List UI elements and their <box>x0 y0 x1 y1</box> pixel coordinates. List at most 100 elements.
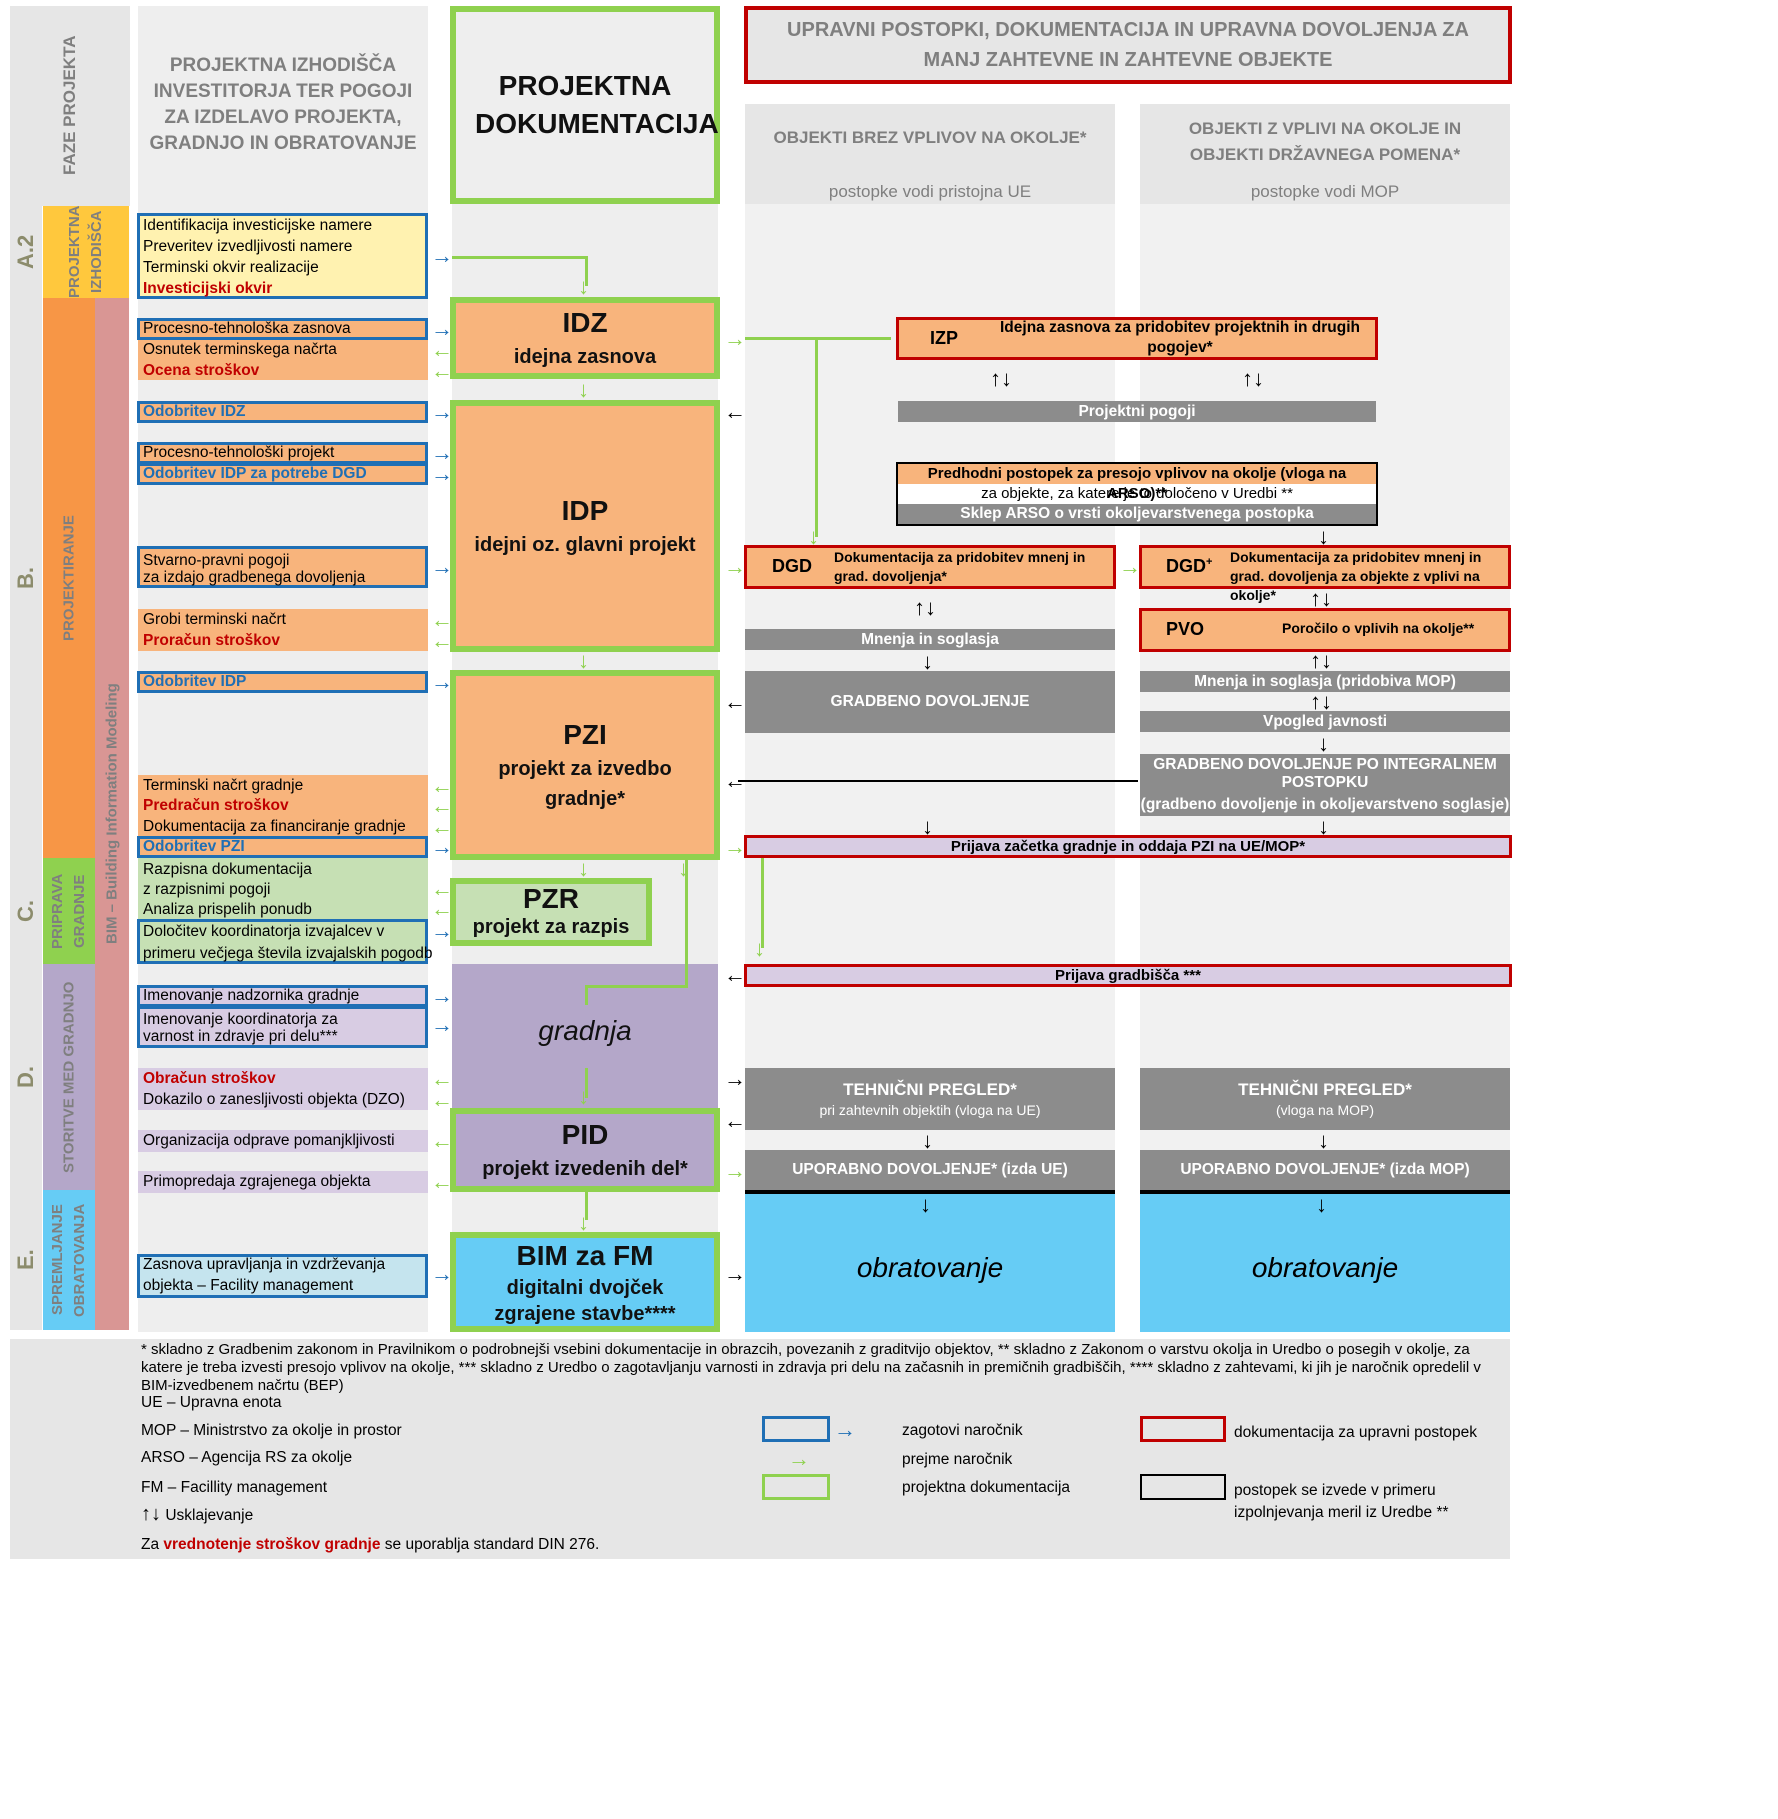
idp-label: IDP <box>561 495 609 526</box>
mop-header-sub: postopke vodi MOP <box>1250 182 1400 201</box>
arrow-right-icon: → <box>431 1012 453 1037</box>
admin-header: UPRAVNI POSTOPKI, DOKUMENTACIJA IN UPRAV… <box>744 6 1512 84</box>
item-b2: Osnutek terminskega načrta <box>143 341 337 358</box>
investor-d1-box <box>137 985 428 1007</box>
arrow-left-icon: ← <box>431 358 453 383</box>
investor-d4-bg <box>138 1068 428 1110</box>
arrow-left-icon: ← <box>431 876 453 901</box>
dgd-plus-text: Dokumentacija za pridobitev mnenj in gra… <box>1230 549 1482 603</box>
item-d4: Obračun stroškov <box>143 1070 276 1087</box>
pvo-text: Poročilo o vplivih na okolje** <box>1282 620 1475 636</box>
arrow-down-icon: ↓ <box>678 856 689 881</box>
legend-din: Za vrednotenje stroškov gradnje se upora… <box>141 1534 599 1556</box>
izp-box <box>896 317 1378 360</box>
arrow-right-icon: → <box>431 1261 453 1286</box>
flow-line <box>815 337 818 537</box>
legend-din-pre: Za <box>141 1536 164 1553</box>
legend-ue: UE – Upravna enota <box>141 1394 282 1411</box>
flow-line <box>685 860 688 986</box>
ud1-bar: UPORABNO DOVOLJENJE* (izda UE) <box>745 1150 1115 1190</box>
mop-header-title: OBJEKTI Z VPLIVI NA OKOLJE IN OBJEKTI DR… <box>1188 119 1462 164</box>
phase-a-code: A.2 <box>13 234 38 270</box>
investor-b11-box <box>137 671 428 693</box>
legend-mop: MOP – Ministrstvo za okolje in prostor <box>141 1422 402 1439</box>
phase-column-bg <box>10 6 130 206</box>
bim-fm-box: BIM za FM digitalni dvojček zgrajene sta… <box>450 1232 720 1332</box>
idp-box: IDP idejni oz. glavni projekt <box>450 400 720 652</box>
flow-line <box>745 337 891 340</box>
item-b15: Odobritev PZI <box>143 838 245 855</box>
dgd-code: DGD <box>772 556 812 576</box>
gd-int-line1: GRADBENO DOVOLJENJE PO INTEGRALNEM POSTO… <box>1153 756 1497 791</box>
legend-din-red: vrednotenje stroškov gradnje <box>163 1536 381 1553</box>
arso-top-bg <box>898 464 1376 484</box>
item-b9: Grobi terminski načrt <box>143 611 286 628</box>
item-b13: Predračun stroškov <box>143 797 289 814</box>
item-e1: Zasnova upravljanja in vzdrževanja <box>143 1256 386 1273</box>
arrow-down-icon: ↓ <box>808 524 819 549</box>
investor-b7-bg <box>138 546 428 588</box>
ue-header-bg <box>745 104 1115 204</box>
arrow-down-icon: ↓ <box>1318 1128 1329 1153</box>
arrow-right-icon: → <box>724 326 746 351</box>
docs-header: PROJEKTNA DOKUMENTACIJA <box>450 6 720 204</box>
sync-icon: ↑↓ <box>1310 689 1332 714</box>
arrow-right-icon: → <box>724 834 746 859</box>
investor-a-bg <box>138 213 428 298</box>
flow-line-black <box>738 780 1138 782</box>
arrow-right-icon: → <box>724 1158 746 1183</box>
arrow-right-icon: → <box>834 1417 856 1442</box>
pzi-box: PZI projekt za izvedbo gradnje* <box>450 670 720 860</box>
legend-arso: ARSO – Agencija RS za okolje <box>141 1449 353 1466</box>
admin-header-label: UPRAVNI POSTOPKI, DOKUMENTACIJA IN UPRAV… <box>787 19 1469 71</box>
investor-b12-bg <box>138 775 428 858</box>
arrow-down-icon: ↓ <box>1318 814 1329 839</box>
phase-a-name: PROJEKTNA IZHODIŠČA <box>43 205 129 298</box>
investor-b15-box <box>137 836 428 858</box>
idz-box: IDZ idejna zasnova <box>450 297 720 379</box>
investor-b1-box <box>137 318 428 340</box>
arrow-down-icon: ↓ <box>754 936 765 961</box>
arrow-left-icon: ← <box>431 607 453 632</box>
legend-green-label: projektna dokumentacija <box>902 1479 1071 1496</box>
gradnja-label: gradnja <box>538 1015 632 1046</box>
arrow-left-icon: ← <box>431 793 453 818</box>
izp-text: Idejna zasnova za pridobitev projektnih … <box>1000 319 1360 356</box>
phase-a-bg <box>10 206 42 298</box>
pzr-box: PZR projekt za razpis <box>450 878 652 946</box>
legend-red-box <box>1140 1416 1226 1442</box>
tp1-sub: pri zahtevnih objektih (vloga na UE) <box>819 1102 1041 1118</box>
flow-line <box>585 985 588 1005</box>
item-c1: Razpisna dokumentacija <box>143 861 312 878</box>
arrow-right-icon: → <box>1119 554 1141 579</box>
idp-sub: idejni oz. glavni projekt <box>474 534 696 556</box>
arrow-left-icon: ← <box>724 768 746 793</box>
gd-int-bar: GRADBENO DOVOLJENJE PO INTEGRALNEM POSTO… <box>1140 754 1510 816</box>
arrow-down-icon: ↓ <box>920 1192 931 1217</box>
phase-c-bg <box>10 858 42 964</box>
tp1-bar: TEHNIČNI PREGLED* pri zahtevnih objektih… <box>745 1068 1115 1130</box>
item-c2: z razpisnimi pogoji <box>143 881 271 898</box>
phase-e-name: SPREMLJANJE OBRATOVANJA <box>43 1190 95 1330</box>
phase-e-bg <box>10 1190 42 1330</box>
arrow-right-icon: → <box>431 243 453 268</box>
legend-green-box <box>762 1474 830 1500</box>
item-b10: Proračun stroškov <box>143 632 280 649</box>
ue-header-sub: postopke vodi pristojna UE <box>828 182 1032 201</box>
arrow-right-icon: → <box>431 399 453 424</box>
item-d1: Imenovanje nadzornika gradnje <box>143 987 360 1004</box>
legend-blue-box <box>762 1416 830 1442</box>
arrow-down-icon: ↓ <box>922 814 933 839</box>
item-b5: Procesno-tehnološki projekt <box>143 444 335 461</box>
obrat2-bg <box>1140 1190 1510 1332</box>
projektni-pogoji-bar: Projektni pogoji <box>898 401 1376 422</box>
pid-box: PID projekt izvedenih del* <box>450 1108 720 1192</box>
arrow-down-icon: ↓ <box>1316 1192 1327 1217</box>
bim-band: BIM – Building Information Modeling <box>95 298 129 1330</box>
item-b1: Procesno-tehnološka zasnova <box>143 320 351 337</box>
phase-b-code: B. <box>13 567 38 589</box>
arrow-right-icon: → <box>431 440 453 465</box>
item-d2: Imenovanje koordinatorja za <box>143 1011 338 1028</box>
arrow-right-icon: → <box>431 669 453 694</box>
investor-a-box <box>137 213 428 299</box>
